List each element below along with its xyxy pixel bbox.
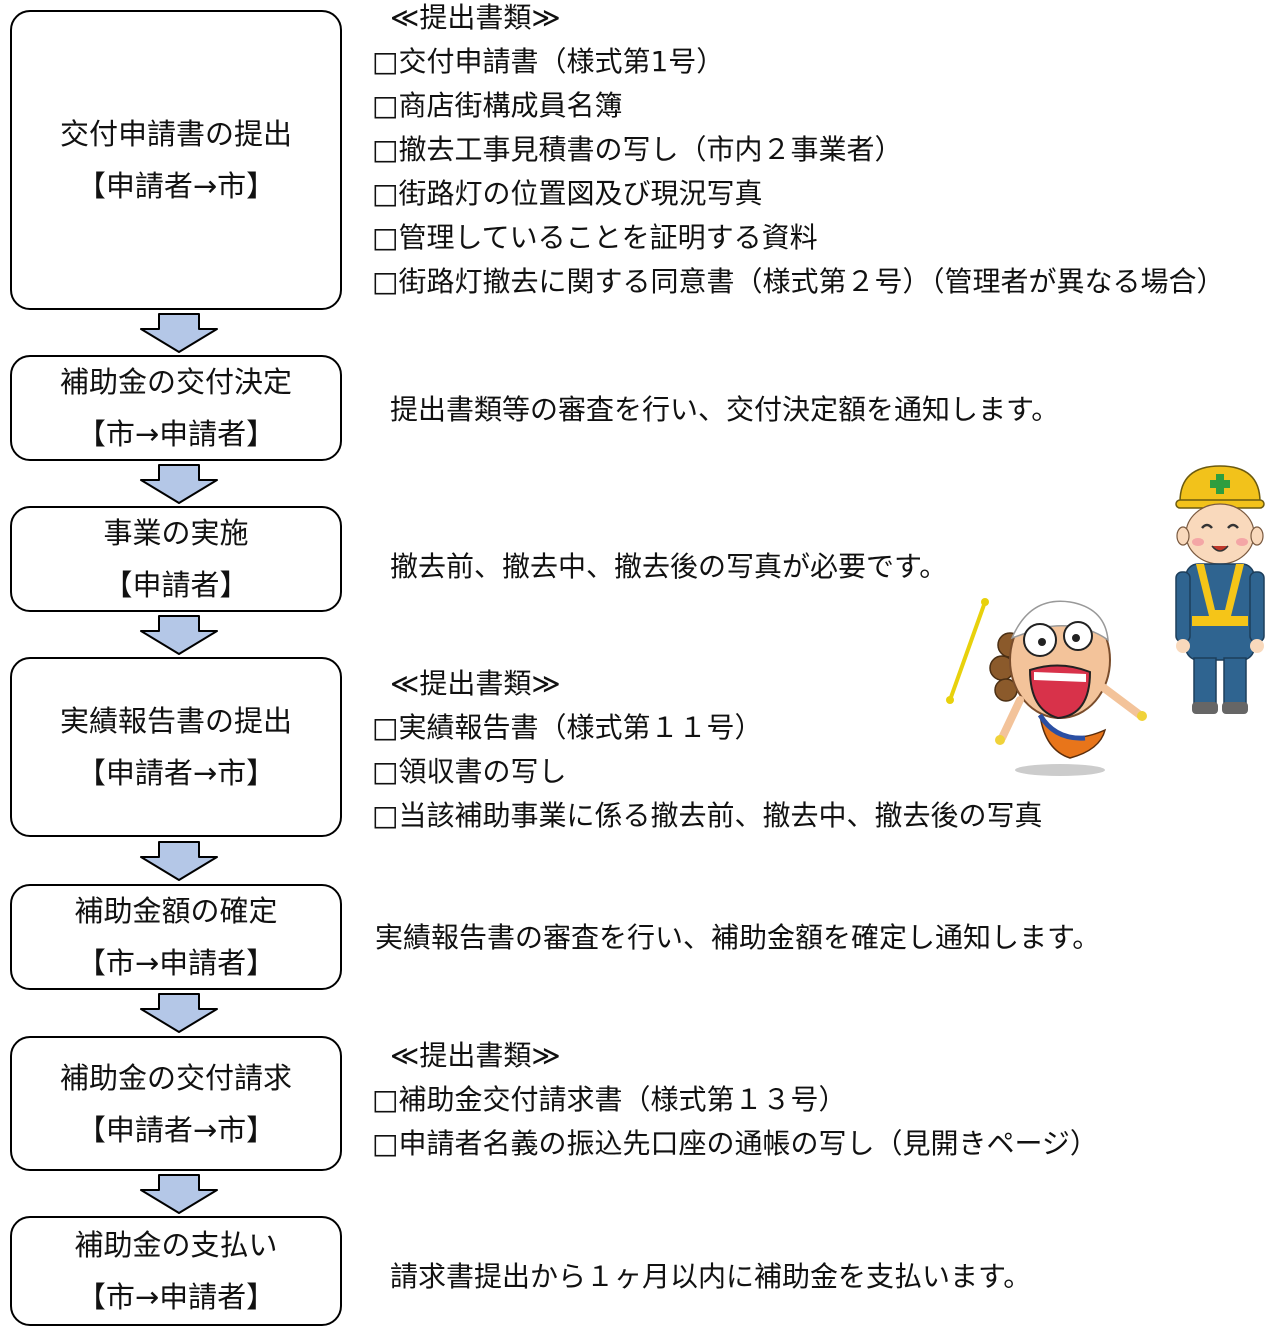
step-box-project-implementation: 事業の実施 【申請者】 [10,506,342,612]
step-title: 交付申請書の提出 [59,117,292,151]
down-arrow-icon [140,615,218,655]
step-actor: 【申請者→市】 [76,756,276,790]
step-box-performance-report: 実績報告書の提出 【申請者→市】 [10,657,342,837]
document-item: □商店街構成員名簿 [372,89,623,122]
document-item: □管理していることを証明する資料 [372,221,818,254]
down-arrow-icon [140,1174,218,1214]
panicking-god-illustration [946,598,1147,776]
step-actor: 【市→申請者】 [76,417,276,451]
step-actor: 【申請者】 [103,568,249,602]
step-actor: 【市→申請者】 [76,946,276,980]
document-item: □申請者名義の振込先口座の通帳の写し（見開きページ） [372,1127,1098,1160]
required-documents-application: ≪提出書類≫ □交付申請書（様式第1号） □商店街構成員名簿 □撤去工事見積書の… [372,0,1224,304]
step-box-grant-request: 補助金の交付請求 【申請者→市】 [10,1036,342,1171]
step-box-amount-confirmation: 補助金額の確定 【市→申請者】 [10,884,342,990]
worker-illustration [1175,465,1265,714]
document-item: □補助金交付請求書（様式第１３号） [372,1083,847,1116]
step-box-grant-decision: 補助金の交付決定 【市→申請者】 [10,355,342,461]
down-arrow-icon [140,841,218,881]
documents-heading: ≪提出書類≫ [390,1039,561,1072]
step-title: 補助金の交付請求 [59,1060,292,1095]
step-title: 補助金の交付決定 [59,365,292,399]
step-title: 事業の実施 [103,516,249,550]
step-actor: 【申請者→市】 [76,1112,276,1147]
document-item: □当該補助事業に係る撤去前、撤去中、撤去後の写真 [372,799,1043,832]
step-box-payment: 補助金の支払い 【市→申請者】 [10,1216,342,1326]
down-arrow-icon [140,464,218,504]
required-documents-report: ≪提出書類≫ □実績報告書（様式第１１号） □領収書の写し □当該補助事業に係る… [372,662,1042,838]
down-arrow-icon [140,313,218,353]
document-item: □実績報告書（様式第１１号） [372,711,763,744]
grant-decision-description: 提出書類等の審査を行い、交付決定額を通知します。 [390,393,1060,426]
document-item: □撤去工事見積書の写し（市内２事業者） [372,133,903,166]
documents-heading: ≪提出書類≫ [390,1,561,34]
required-documents-request: ≪提出書類≫ □補助金交付請求書（様式第１３号） □申請者名義の振込先口座の通帳… [372,1034,1098,1166]
down-arrow-icon [140,993,218,1033]
step-actor: 【申請者→市】 [76,169,276,203]
documents-heading: ≪提出書類≫ [390,667,561,700]
document-item: □交付申請書（様式第1号） [372,45,725,78]
implementation-description: 撤去前、撤去中、撤去後の写真が必要です。 [390,550,948,583]
document-item: □街路灯の位置図及び現況写真 [372,177,763,210]
document-item: □領収書の写し [372,755,567,788]
payment-description: 請求書提出から１ヶ月以内に補助金を支払います。 [390,1260,1032,1293]
step-box-application: 交付申請書の提出 【申請者→市】 [10,10,342,310]
step-title: 補助金の支払い [74,1228,278,1262]
document-item: □街路灯撤去に関する同意書（様式第２号）（管理者が異なる場合） [372,265,1225,298]
amount-confirmation-description: 実績報告書の審査を行い、補助金額を確定し通知します。 [375,921,1101,954]
step-title: 実績報告書の提出 [59,704,292,738]
step-title: 補助金額の確定 [74,894,278,928]
step-actor: 【市→申請者】 [76,1280,276,1314]
